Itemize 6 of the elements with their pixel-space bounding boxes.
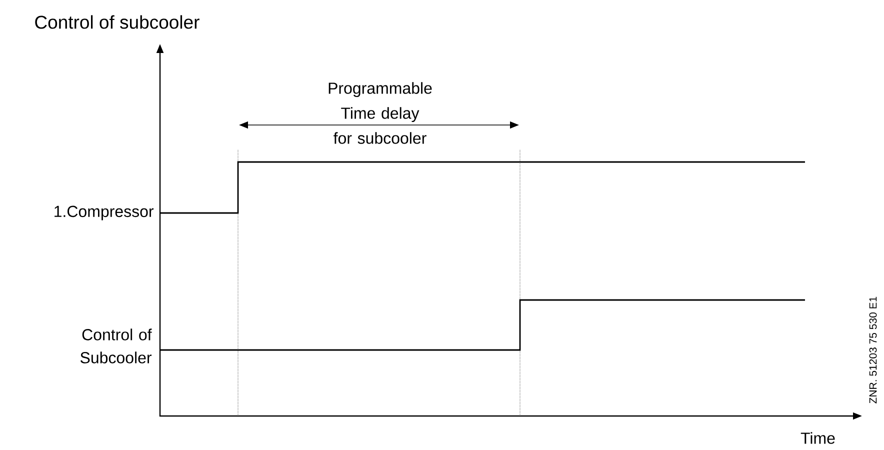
chart-title: Control of subcooler — [35, 15, 200, 29]
drawing-number: ZNR. 51203 75 530 E1 — [869, 296, 877, 404]
axis-label: Time — [800, 432, 835, 444]
annotation-text: Programmable Time delay for subcooler — [328, 82, 432, 144]
signal-label: Control of Subcooler — [80, 328, 152, 364]
signal-label: 1.Compressor — [54, 206, 154, 220]
